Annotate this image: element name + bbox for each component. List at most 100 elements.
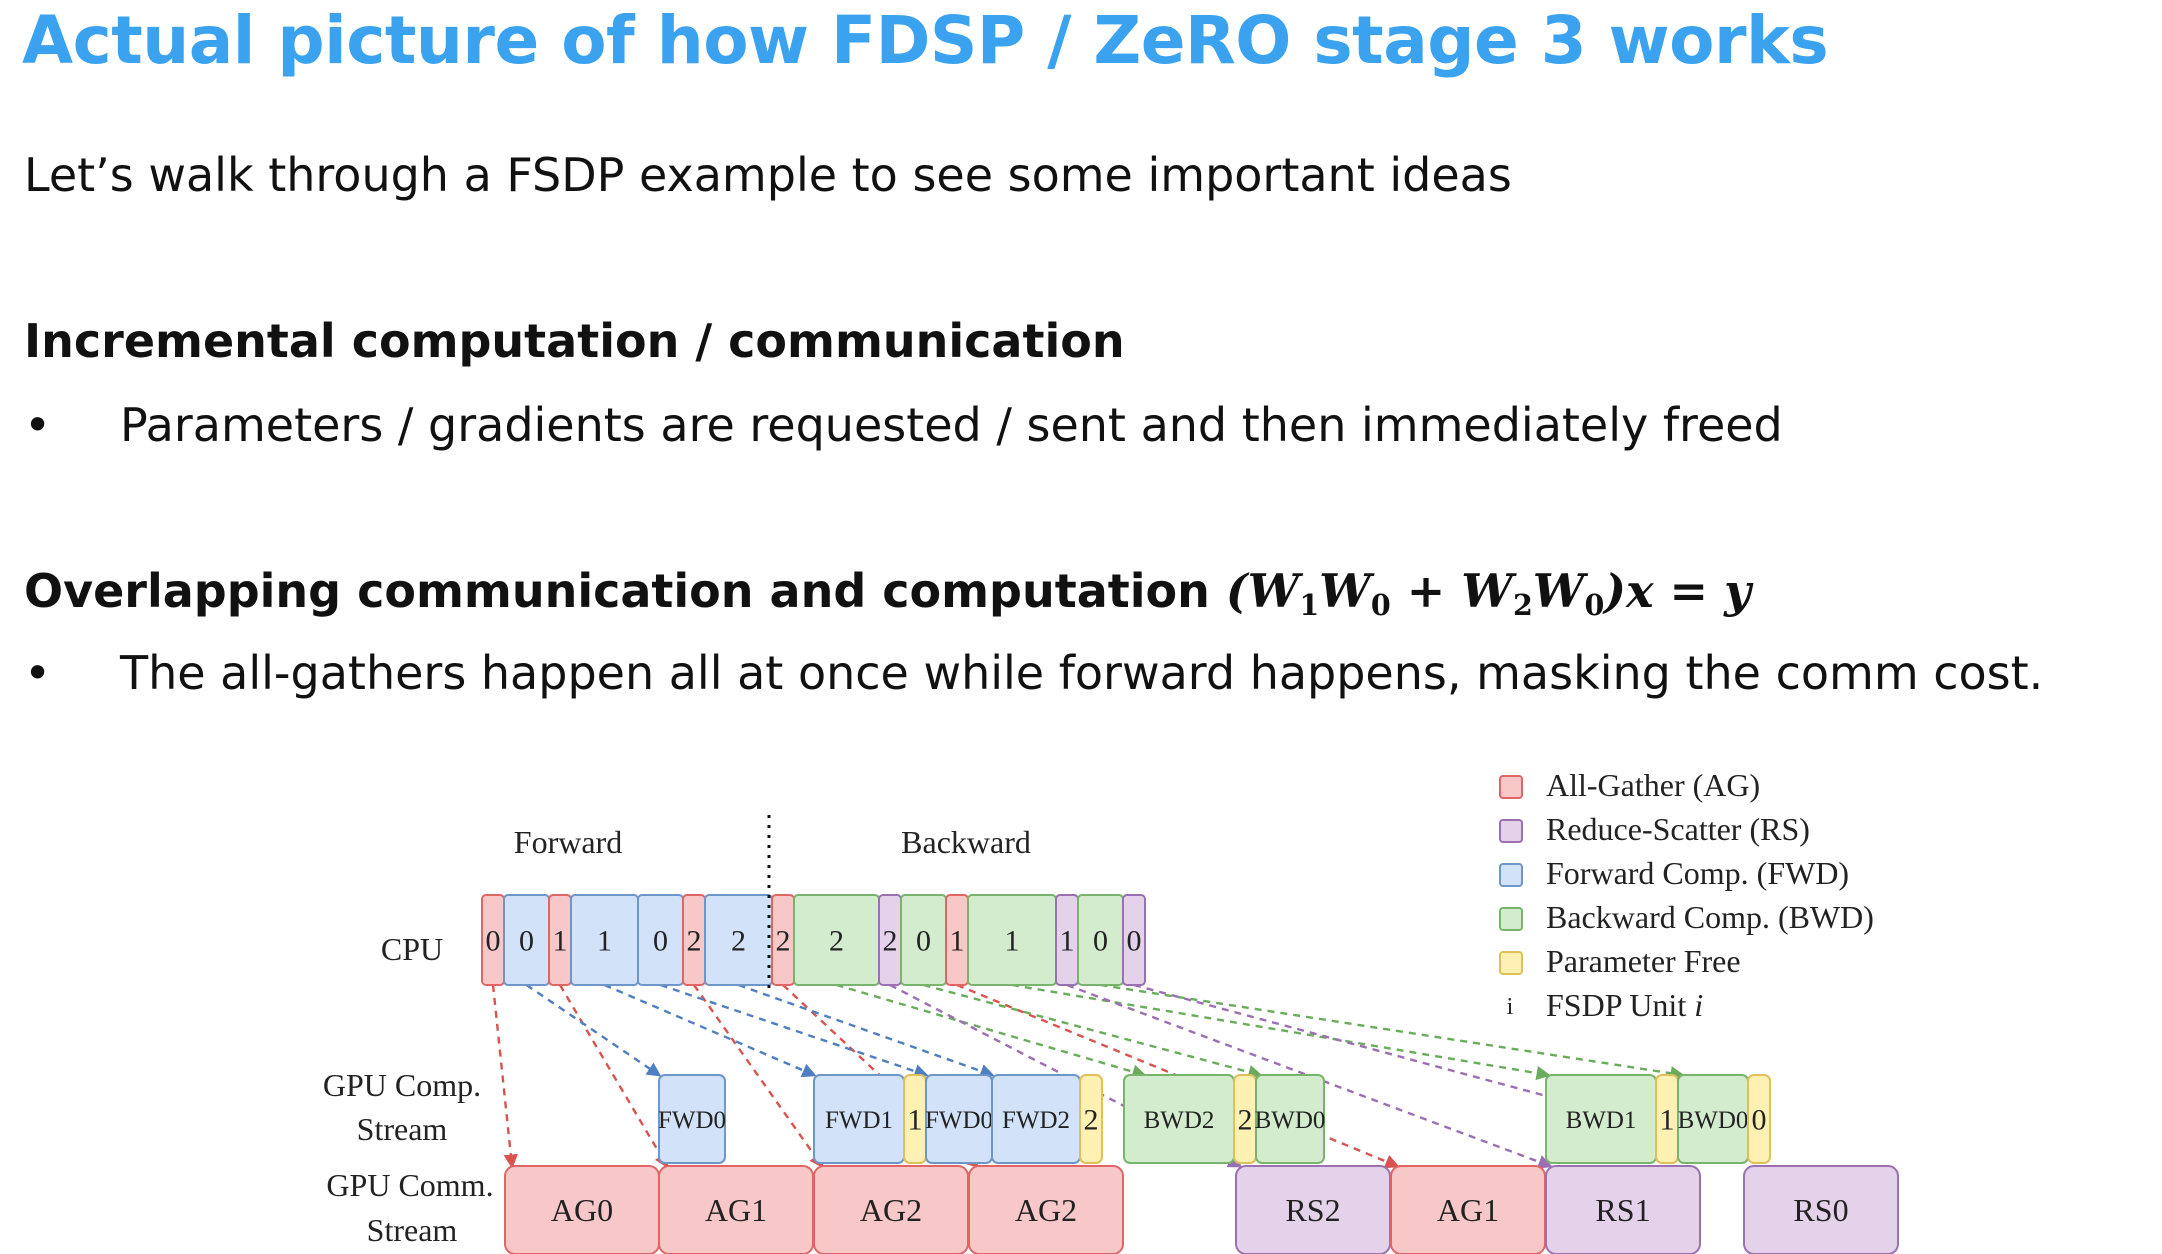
cpu-block-ag-label: 1 xyxy=(553,925,568,958)
gpu-comp-block-fwd-label: FWD0 xyxy=(925,1107,993,1134)
formula-w: W xyxy=(1319,564,1371,618)
row-label-cpu: CPU xyxy=(381,931,443,967)
legend-marker-unit: i xyxy=(1507,994,1514,1020)
legend-label-free: Parameter Free xyxy=(1546,943,1741,979)
gpu-comm-block-ag-label: AG0 xyxy=(551,1192,613,1228)
dependency-arrow xyxy=(738,983,995,1078)
dependency-arrow xyxy=(1066,983,1553,1169)
formula-w: W xyxy=(1247,564,1300,618)
section-heading-text: Overlapping communication and computatio… xyxy=(24,564,1210,618)
dependency-arrow xyxy=(491,984,518,1169)
gpu-comm-block-rs-label: RS1 xyxy=(1595,1192,1650,1228)
formula-paren-close: ) xyxy=(1604,564,1627,618)
gpu-comm-block-ag-label: AG1 xyxy=(1437,1192,1499,1228)
gpu-comp-block-free-label: 2 xyxy=(1238,1104,1253,1137)
phase-label-forward: Forward xyxy=(514,824,622,860)
row-label-gpu-comm-stream: Stream xyxy=(367,1212,458,1248)
gpu-comp-block-free xyxy=(1747,1074,1771,1164)
formula-y: y xyxy=(1724,564,1751,618)
cpu-block-bwd-label: 0 xyxy=(916,925,931,958)
legend-label-ag: All-Gather (AG) xyxy=(1546,767,1760,803)
cpu-block-rs-label: 1 xyxy=(1060,925,1075,958)
gpu-comp-block-bwd-label: BWD2 xyxy=(1144,1107,1215,1134)
section-heading-overlap: Overlapping communication and computatio… xyxy=(24,564,1751,622)
gpu-comp-block-free-label: 1 xyxy=(1660,1104,1675,1137)
dependency-arrow xyxy=(525,984,662,1077)
gpu-comp-block-bwd-label: BWD1 xyxy=(1566,1107,1637,1134)
gpu-comp-block-free-label: 1 xyxy=(908,1104,923,1137)
cpu-block-fwd-label: 1 xyxy=(597,925,612,958)
gpu-comp-block-bwd-label: BWD0 xyxy=(1255,1107,1326,1134)
legend: All-Gather (AG) Reduce-Scatter (RS) Forwar… xyxy=(1499,767,1874,1023)
legend-label-bwd: Backward Comp. (BWD) xyxy=(1546,899,1874,935)
cpu-block-bwd-label: 2 xyxy=(829,925,844,958)
bullet-text: Parameters / gradients are requested / s… xyxy=(120,398,1783,452)
gpu-comp-block-fwd xyxy=(658,1074,726,1164)
formula: (W1W0 + W2W0)x = y xyxy=(1225,564,1751,622)
formula-sub: 2 xyxy=(1512,587,1533,622)
legend-label-unit: FSDP Unit i xyxy=(1546,987,1703,1023)
cpu-block-fwd-label: 2 xyxy=(731,925,746,958)
slide-title: Actual picture of how FDSP / ZeRO stage … xyxy=(22,2,1829,79)
dependency-arrow xyxy=(660,983,929,1079)
row-label-gpu-comp: GPU Comp. xyxy=(323,1067,481,1103)
cpu-block-ag-label: 2 xyxy=(687,925,702,958)
gpu-comm-block-ag-label: AG2 xyxy=(860,1192,922,1228)
formula-paren-open: ( xyxy=(1225,564,1248,618)
legend-label-rs: Reduce-Scatter (RS) xyxy=(1546,811,1810,847)
gpu-comm-block-rs xyxy=(1743,1165,1899,1254)
gpu-comm-block-rs-label: RS2 xyxy=(1285,1192,1340,1228)
gpu-comp-block-free-label: 2 xyxy=(1084,1104,1099,1137)
gpu-comm-block-ag-label: AG2 xyxy=(1015,1192,1077,1228)
gpu-comm-block-rs xyxy=(1545,1165,1701,1254)
dependency-arrow xyxy=(604,983,817,1078)
gpu-comm-block-ag-label: AG1 xyxy=(705,1192,767,1228)
legend-swatch-ag xyxy=(1499,775,1523,799)
legend-label-fwd: Forward Comp. (FWD) xyxy=(1546,855,1849,891)
cpu-block-ag-label: 0 xyxy=(486,925,501,958)
formula-equals: = xyxy=(1653,564,1725,618)
cpu-block-rs-label: 0 xyxy=(1127,925,1142,958)
cpu-block-fwd-label: 0 xyxy=(653,925,668,958)
formula-sub: 1 xyxy=(1299,587,1320,622)
formula-x: x xyxy=(1626,564,1654,618)
row-label-gpu-comp-stream: Stream xyxy=(357,1111,448,1147)
cpu-block-ag-label: 2 xyxy=(776,925,791,958)
intro-text: Let’s walk through a FSDP example to see… xyxy=(24,148,1512,202)
bullet-marker: • xyxy=(24,646,52,700)
bullet-text: The all-gathers happen all at once while… xyxy=(120,646,2044,700)
formula-w: W xyxy=(1461,564,1513,618)
cpu-block-ag-label: 1 xyxy=(950,925,965,958)
bullet-marker: • xyxy=(24,398,52,452)
dependency-arrow xyxy=(693,984,824,1169)
bullet-incremental: • Parameters / gradients are requested / … xyxy=(24,398,1783,452)
cpu-block-bwd-label: 0 xyxy=(1093,925,1108,958)
formula-plus: + xyxy=(1390,564,1462,618)
cpu-block-rs xyxy=(1122,894,1146,986)
formula-sub: 0 xyxy=(1370,587,1391,622)
gpu-comp-block-fwd-label: FWD2 xyxy=(1002,1107,1070,1134)
gpu-comp-block-bwd-label: BWD0 xyxy=(1678,1107,1749,1134)
cpu-block-rs-label: 2 xyxy=(883,925,898,958)
dependency-arrow xyxy=(558,984,669,1169)
dependency-arrow xyxy=(923,983,1263,1079)
gpu-comm-block-rs-label: RS0 xyxy=(1793,1192,1848,1228)
phase-label-backward: Backward xyxy=(901,824,1031,860)
cpu-block-fwd-label: 0 xyxy=(519,925,534,958)
legend-swatch-bwd xyxy=(1499,907,1523,931)
legend-swatch-rs xyxy=(1499,819,1523,843)
formula-w: W xyxy=(1532,564,1585,618)
gpu-comp-block-fwd-label: FWD0 xyxy=(658,1107,726,1134)
legend-swatch-free xyxy=(1499,951,1523,975)
section-heading-incremental: Incremental computation / communication xyxy=(24,314,1125,368)
cpu-block-bwd-label: 1 xyxy=(1005,925,1020,958)
gpu-comm-block-ag xyxy=(968,1165,1124,1254)
gpu-comp-block-fwd-label: FWD1 xyxy=(825,1107,893,1134)
bullet-overlap: • The all-gathers happen all at once whil… xyxy=(24,646,2043,700)
row-label-gpu-comm: GPU Comm. xyxy=(326,1167,493,1203)
dependency-arrow xyxy=(836,983,1147,1079)
legend-swatch-fwd xyxy=(1499,863,1523,887)
